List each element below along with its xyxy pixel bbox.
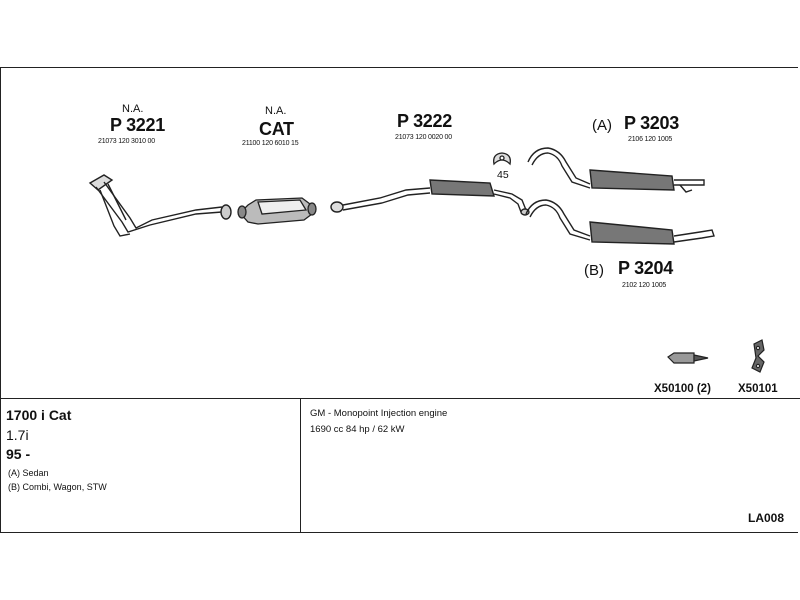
engine-specs: 1690 cc 84 hp / 62 kW [310, 424, 405, 435]
p3204-part-number: P 3204 [618, 258, 673, 278]
bolt-icon [667, 352, 709, 364]
cat-part-number: CAT [259, 119, 294, 139]
divider-horizontal [0, 398, 800, 399]
p3221-part-number: P 3221 [110, 115, 165, 135]
p3222-code: 21073 120 0020 00 [395, 134, 452, 141]
clamp-label: 45 [497, 169, 509, 181]
p3204-code: 2102 120 1005 [622, 282, 667, 289]
rear-silencer-b-drawing [525, 199, 715, 245]
p3221-code: 21073 120 3010 00 [98, 138, 155, 145]
middle-silencer-drawing [330, 179, 530, 216]
front-pipe-drawing [88, 174, 232, 237]
p3203-code: 2106 120 1005 [628, 136, 673, 143]
p3203-part-number: P 3203 [624, 113, 679, 133]
catalytic-converter-drawing [237, 197, 317, 225]
reference-code: LA008 [748, 511, 785, 525]
diagram-frame [0, 67, 798, 533]
rear-silencer-a-drawing [527, 147, 705, 193]
x50101-label: X50101 [738, 383, 778, 395]
p3222-part-number: P 3222 [397, 111, 452, 131]
vehicle-engine: 1.7i [6, 427, 29, 443]
vehicle-year: 95 - [6, 446, 31, 462]
cat-code: 21100 120 6010 15 [242, 140, 299, 147]
divider-vertical [300, 398, 301, 533]
body-type-b: (B) Combi, Wagon, STW [8, 482, 107, 492]
x50100-label: X50100 (2) [654, 383, 711, 395]
rubber-mount-icon [751, 339, 765, 373]
p3204-variant: (B) [584, 262, 604, 279]
body-type-a: (A) Sedan [8, 468, 49, 478]
vehicle-model: 1700 i Cat [6, 407, 72, 423]
p3221-na-label: N.A. [122, 103, 144, 115]
clamp-drawing [493, 152, 511, 166]
p3203-variant: (A) [592, 117, 612, 134]
cat-na-label: N.A. [265, 105, 287, 117]
engine-description: GM - Monopoint Injection engine [310, 408, 448, 419]
